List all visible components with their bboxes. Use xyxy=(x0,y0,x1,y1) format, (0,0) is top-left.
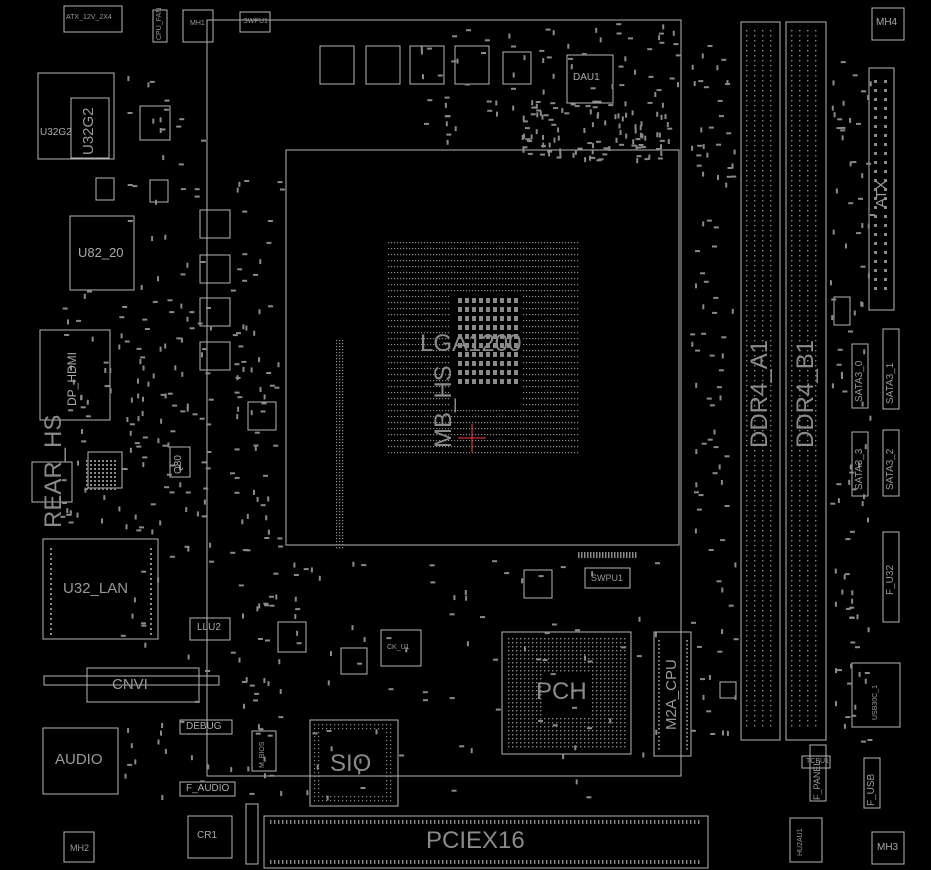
sio-chip xyxy=(309,719,399,807)
m2a-cpu-slot xyxy=(653,631,692,757)
u82-20-label: U82_20 xyxy=(78,245,124,260)
f-panel-label: F_PANEL xyxy=(812,760,822,800)
llu2-chip xyxy=(189,617,231,641)
mh4-hole xyxy=(871,7,905,41)
u32-lan-connector xyxy=(42,538,159,640)
ddr4-b1-label: DDR4_B1 xyxy=(792,339,819,448)
usb30c-label: USB30C_1 xyxy=(872,684,879,720)
dp-hdmi-label: DP_HDMI xyxy=(65,351,79,406)
mh4-label: MH4 xyxy=(876,17,898,28)
u32g2-box xyxy=(70,97,110,159)
sata3-3-label: SATA3_3 xyxy=(854,448,865,490)
ck-u1-label: CK_U1 xyxy=(387,644,410,651)
debug-label: DEBUG xyxy=(186,721,222,732)
pch-chip xyxy=(501,631,632,755)
rear-hs-bracket xyxy=(31,461,73,503)
sata3-1 xyxy=(882,328,900,410)
atx12v-connector xyxy=(63,5,123,33)
lga1200-label: LGA1200 xyxy=(420,330,522,357)
audio-label: AUDIO xyxy=(55,751,103,768)
sio-label: SIO xyxy=(330,750,372,777)
sata3-3 xyxy=(851,431,869,497)
f-usb-header xyxy=(863,757,881,809)
q80-chip xyxy=(169,446,191,478)
debug-header xyxy=(179,719,233,735)
tcbu1-label: TCBU1 xyxy=(806,758,829,765)
f-usb-label: F_USB xyxy=(866,773,877,806)
pciex16-edge xyxy=(245,803,259,865)
m-bios-label: M_BIOS xyxy=(259,741,266,768)
cr1-battery xyxy=(187,815,233,859)
u32g2-small-label: U32G2 xyxy=(40,127,72,138)
f-audio-label: F_AUDIO xyxy=(186,783,230,794)
cpu-area-outline xyxy=(206,19,682,777)
atx-connector xyxy=(868,67,895,311)
hu2au1-label: HU2AU1 xyxy=(797,828,804,856)
sata3-2-label: SATA3_2 xyxy=(885,448,896,490)
m-bios-chip xyxy=(251,730,277,772)
cpu-socket-outline xyxy=(285,149,680,546)
rear-hs-label: REAR_HS xyxy=(40,414,67,528)
swpu-header xyxy=(239,11,271,33)
swpu1-chip xyxy=(584,567,631,589)
mh1-hole xyxy=(182,9,214,43)
usb30c-connector xyxy=(851,662,901,728)
mh2-hole xyxy=(63,831,95,863)
hu2au1-chip xyxy=(789,817,823,863)
u32-lan-label: U32_LAN xyxy=(63,580,129,597)
u82-20-chip xyxy=(69,215,135,291)
audio-jack xyxy=(42,727,119,795)
cr1-label: CR1 xyxy=(197,830,218,841)
pciex16-slot xyxy=(263,815,709,869)
dp-hdmi-connector xyxy=(39,329,111,421)
pch-label: PCH xyxy=(536,678,587,705)
llu2-label: LLU2 xyxy=(197,622,221,633)
ddr4-a1-label: DDR4_A1 xyxy=(746,339,773,448)
dimm-slot-a1 xyxy=(740,21,781,741)
f-u32-label: F_U32 xyxy=(885,564,896,595)
socket-center-marker xyxy=(458,424,486,452)
ck-u1-chip xyxy=(380,629,422,667)
atx-label: ATX xyxy=(873,179,890,208)
m2a-cpu-label: M2A_CPU xyxy=(663,659,680,730)
cnvi-bar xyxy=(43,675,220,686)
f-panel-header xyxy=(809,744,827,802)
swpu-label: SWPU1 xyxy=(243,18,268,25)
sata3-1-label: SATA3_1 xyxy=(885,362,896,404)
atx12v-label: ATX_12V_2X4 xyxy=(66,14,112,21)
dau1-chip xyxy=(566,54,614,104)
pciex16-label: PCIEX16 xyxy=(426,827,525,854)
dau1-label: DAU1 xyxy=(573,72,600,83)
cnvi-label: CNVI xyxy=(112,676,148,693)
dimm-slot-b1 xyxy=(785,21,827,741)
f-u32 xyxy=(882,531,900,623)
mh3-label: MH3 xyxy=(877,842,899,853)
swpu1-label: SWPU1 xyxy=(591,573,624,583)
sata3-2 xyxy=(882,429,900,497)
mb-hs-label: MB_HS xyxy=(430,365,457,448)
sata3-0-label: SATA3_0 xyxy=(854,360,865,402)
f-audio-header xyxy=(179,781,236,797)
cpu-fan-label: CPU_FAN xyxy=(156,7,163,40)
mh3-hole xyxy=(871,831,905,865)
cpu-fan-header xyxy=(152,9,168,43)
u32g2-label: U32G2 xyxy=(80,107,97,155)
tcbu1-chip xyxy=(801,755,831,769)
sata3-0 xyxy=(851,343,869,409)
mh1-label: MH1 xyxy=(190,20,205,27)
mh2-label: MH2 xyxy=(70,843,90,853)
u32g2-connector xyxy=(37,72,115,160)
q80-label: Q80 xyxy=(173,455,184,474)
